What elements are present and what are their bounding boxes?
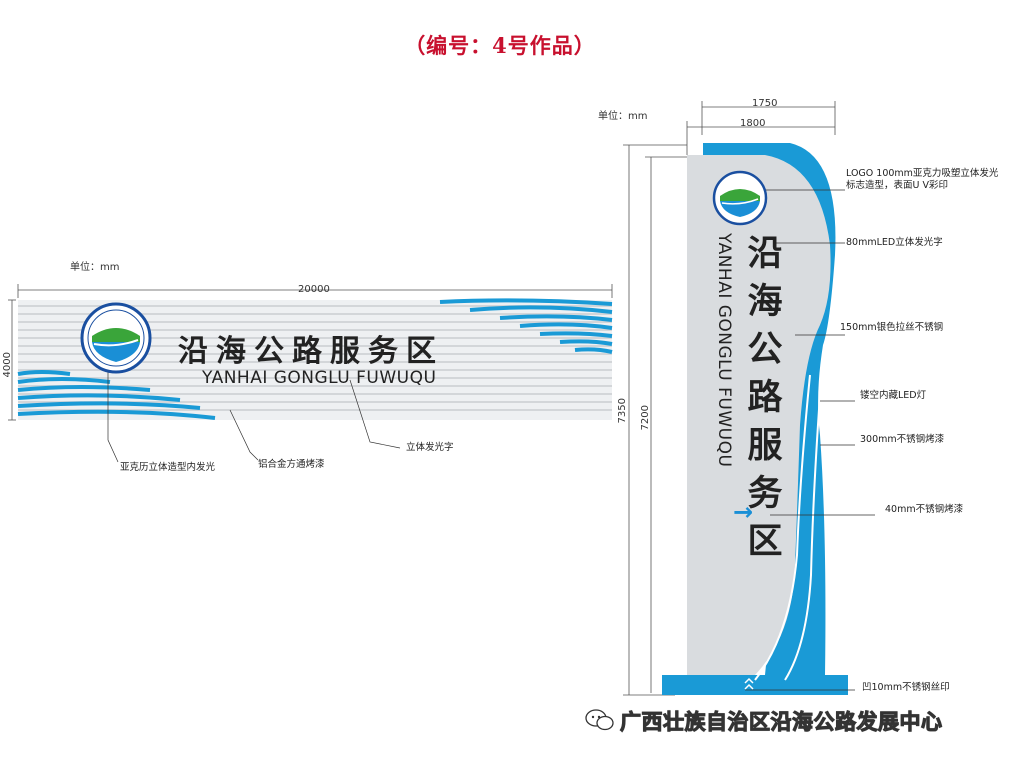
tower-callout-40mm: 40mm不锈钢烤漆 [885,504,964,515]
page-title: （编号：4号作品） [404,33,596,58]
tower-callout-300mm: 300mm不锈钢烤漆 [860,434,945,445]
left-width-dim: 20000 [298,284,330,295]
left-unit-label: 单位：mm [70,262,120,273]
logo-emblem-icon [80,302,152,374]
tower-width-1750: 1750 [752,98,778,109]
left-callout-aluminum: 铝合金方通烤漆 [258,459,325,470]
tower-callout-logo-2: 标志造型，表面U V彩印 [846,180,948,191]
left-callout-3d-letters: 立体发光字 [406,442,454,453]
tower-unit-label: 单位：mm [598,111,648,122]
tower-drawing [623,101,875,696]
arrow-right-icon: → [733,498,754,526]
tower-callout-brushed-steel: 150mm银色拉丝不锈钢 [840,322,944,333]
wechat-icon [585,709,614,731]
tower-callout-hidden-led: 镂空内藏LED灯 [860,390,927,401]
left-sign-name-en: YANHAI GONGLU FUWUQU [202,368,437,388]
tower-height-7350: 7350 [617,398,628,424]
tower-width-1800: 1800 [740,118,766,129]
left-height-dim: 4000 [2,352,13,378]
tower-callout-logo-1: LOGO 100mm亚克力吸塑立体发光 [846,168,999,179]
tower-height-7200: 7200 [640,405,651,431]
tower-logo-emblem-icon [712,170,768,226]
tower-name-en: YANHAI GONGLU FUWUQU [714,233,734,468]
tower-callout-base: 凹10mm不锈钢丝印 [862,682,950,693]
left-sign-name-cn: 沿海公路服务区 [178,334,444,369]
left-callout-acrylic: 亚克历立体造型内发光 [120,462,216,473]
tower-name-cn: 沿海公路服务区 [747,234,783,562]
watermark-text: 广西壮族自治区沿海公路发展中心 [620,710,943,735]
tower-callout-led-letters: 80mmLED立体发光字 [846,237,943,248]
